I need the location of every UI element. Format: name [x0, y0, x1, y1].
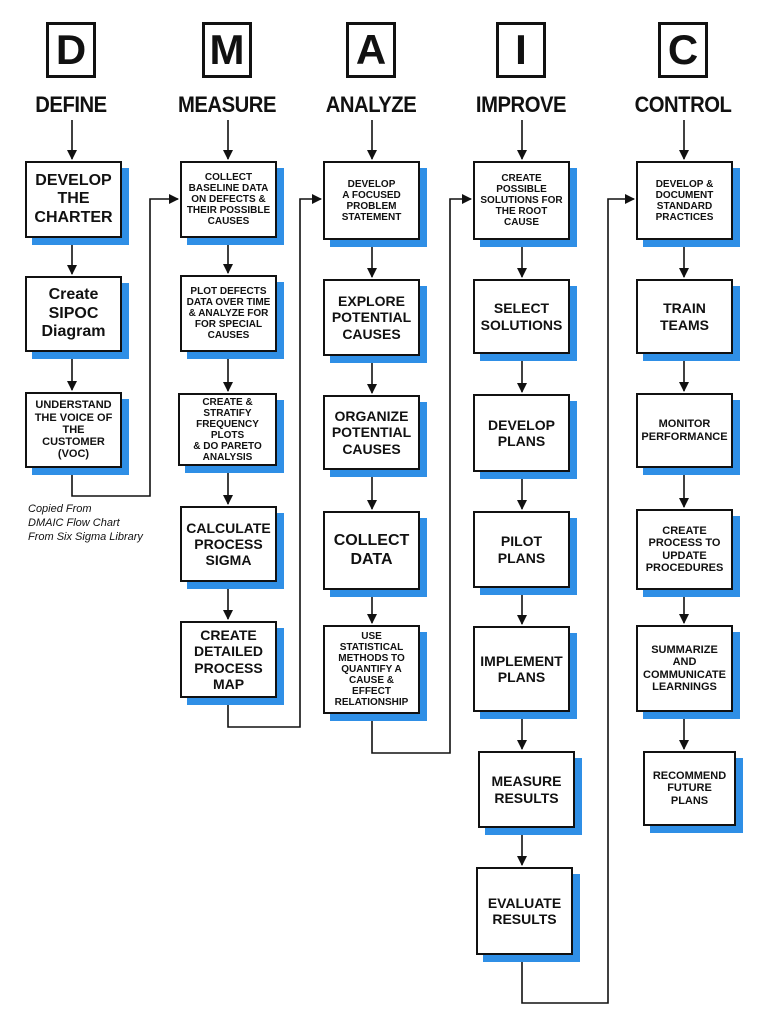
phase-title-analyze: ANALYZE [325, 92, 417, 117]
improve-step-pilot-plans: PILOT PLANS [473, 511, 570, 588]
control-step-update-procedures: CREATE PROCESS TO UPDATE PROCEDURES [636, 509, 733, 590]
phase-letter-define: D [46, 22, 96, 78]
phase-title-define: DEFINE [35, 92, 107, 117]
analyze-step-explore-causes: EXPLORE POTENTIAL CAUSES [323, 279, 420, 356]
define-step-create-sipoc: Create SIPOC Diagram [25, 276, 122, 352]
improve-step-measure-results: MEASURE RESULTS [478, 751, 575, 828]
improve-step-select-solutions: SELECT SOLUTIONS [473, 279, 570, 354]
define-step-develop-charter: DEVELOP THE CHARTER [25, 161, 122, 238]
analyze-step-statistical-methods: USE STATISTICAL METHODS TO QUANTIFY A CA… [323, 625, 420, 714]
measure-step-pareto: CREATE & STRATIFY FREQUENCY PLOTS & DO P… [178, 393, 277, 466]
analyze-step-problem-statement: DEVELOP A FOCUSED PROBLEM STATEMENT [323, 161, 420, 240]
improve-step-develop-plans: DEVELOP PLANS [473, 394, 570, 472]
phase-letter-measure: M [202, 22, 252, 78]
improve-step-implement-plans: IMPLEMENT PLANS [473, 626, 570, 712]
improve-step-evaluate-results: EVALUATE RESULTS [476, 867, 573, 955]
phase-title-measure: MEASURE [177, 92, 276, 117]
source-note: Copied From DMAIC Flow Chart From Six Si… [28, 503, 143, 543]
phase-letter-analyze: A [346, 22, 396, 78]
define-step-voice-of-customer: UNDERSTAND THE VOICE OF THE CUSTOMER (VO… [25, 392, 122, 468]
control-step-train-teams: TRAIN TEAMS [636, 279, 733, 354]
measure-step-plot-defects: PLOT DEFECTS DATA OVER TIME & ANALYZE FO… [180, 275, 277, 352]
phase-letter-control: C [658, 22, 708, 78]
control-step-document-practices: DEVELOP & DOCUMENT STANDARD PRACTICES [636, 161, 733, 240]
phase-title-improve: IMPROVE [475, 92, 567, 117]
control-step-communicate-learnings: SUMMARIZE AND COMMUNICATE LEARNINGS [636, 625, 733, 712]
control-step-monitor-performance: MONITOR PERFORMANCE [636, 393, 733, 468]
improve-step-possible-solutions: CREATE POSSIBLE SOLUTIONS FOR THE ROOT C… [473, 161, 570, 240]
analyze-step-organize-causes: ORGANIZE POTENTIAL CAUSES [323, 395, 420, 470]
analyze-step-collect-data: COLLECT DATA [323, 511, 420, 590]
measure-step-process-map: CREATE DETAILED PROCESS MAP [180, 621, 277, 698]
phase-title-control: CONTROL [634, 92, 732, 117]
measure-step-process-sigma: CALCULATE PROCESS SIGMA [180, 506, 277, 582]
control-step-recommend-plans: RECOMMEND FUTURE PLANS [643, 751, 736, 826]
measure-step-collect-baseline: COLLECT BASELINE DATA ON DEFECTS & THEIR… [180, 161, 277, 238]
phase-letter-improve: I [496, 22, 546, 78]
